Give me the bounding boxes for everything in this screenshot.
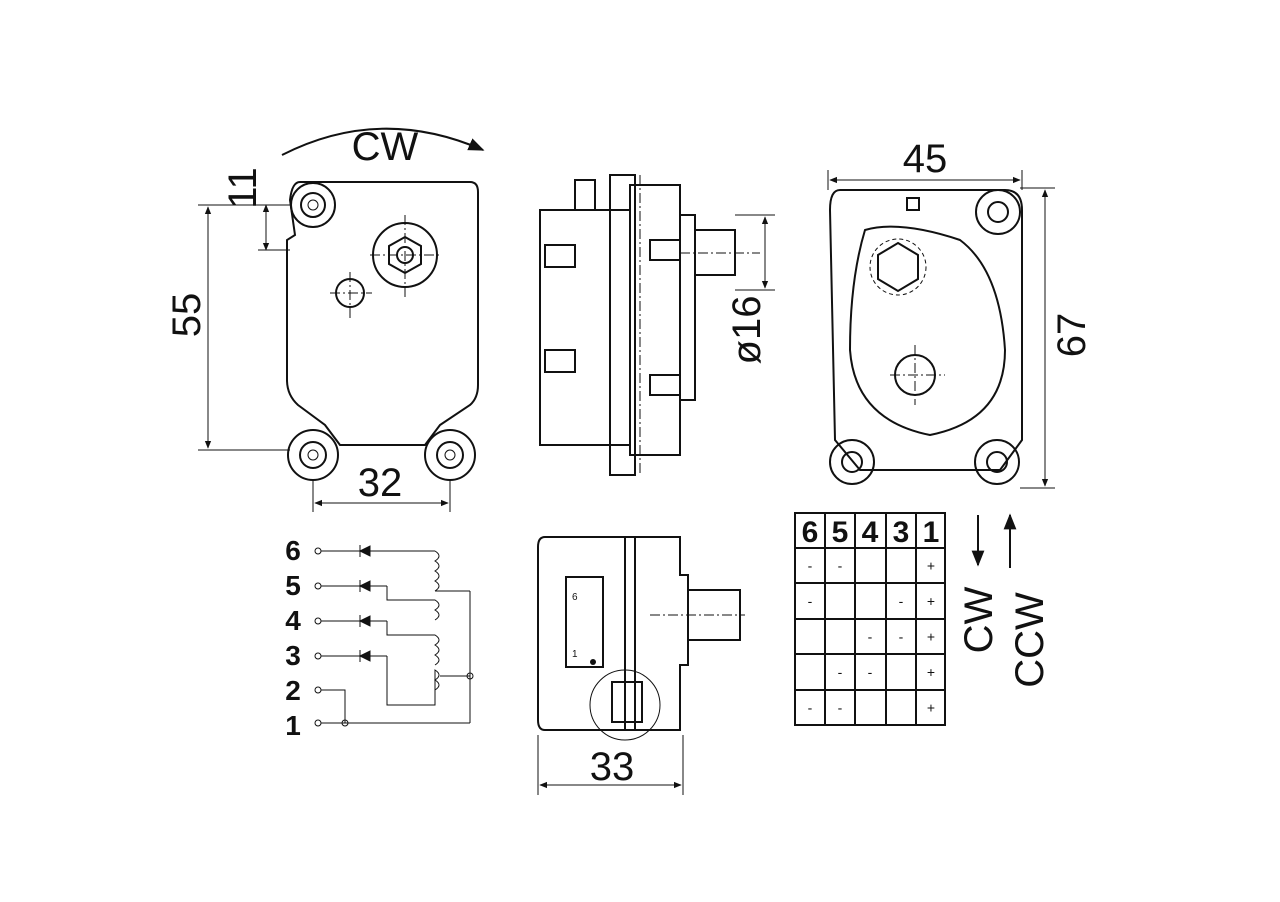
dim-55-label: 55	[165, 293, 209, 338]
bottom-view: 6 1 33	[537, 536, 745, 795]
table-header-cell: 3	[893, 516, 910, 549]
ccw-label: CCW	[1008, 592, 1052, 688]
table-header-cell: 6	[802, 516, 819, 549]
table-cell: -	[838, 664, 843, 680]
table-cell: -	[838, 700, 843, 716]
table-cell: -	[868, 629, 873, 645]
table-cell: +	[927, 558, 935, 574]
dim-33-label: 33	[590, 745, 635, 789]
pin-4-label: 4	[285, 605, 301, 636]
table-header-cell: 4	[862, 516, 879, 549]
rotation-cw-label: CW	[352, 125, 419, 169]
connector-pin-6-label: 6	[572, 592, 578, 603]
table-cell: -	[868, 664, 873, 680]
front-view: CW 11 55 32	[165, 125, 485, 512]
dim-11-label: 11	[221, 167, 265, 209]
table-cell: -	[808, 558, 813, 574]
table-cell: -	[808, 593, 813, 609]
dim-shaft-label: ø16	[725, 296, 769, 365]
table-cell: +	[927, 629, 935, 645]
cw-label: CW	[957, 586, 1001, 653]
connector-pin-1-label: 1	[572, 649, 578, 660]
table-cell: -	[899, 629, 904, 645]
pin-5-label: 5	[285, 570, 301, 601]
pin-2-label: 2	[285, 675, 301, 706]
pin-6-label: 6	[285, 535, 301, 566]
table-cell: +	[927, 593, 935, 609]
dim-67-label: 67	[1050, 313, 1094, 358]
pin-3-label: 3	[285, 640, 301, 671]
table-cell: +	[927, 664, 935, 680]
wiring-diagram: 6 5 4 3 2 1	[285, 535, 474, 741]
side-view: ø16	[539, 174, 775, 476]
table-cell: -	[808, 700, 813, 716]
rear-view: 45 67	[827, 137, 1094, 489]
table-header-cell: 5	[832, 516, 849, 549]
dim-45-label: 45	[903, 137, 948, 181]
dim-32-label: 32	[358, 461, 403, 505]
table-cell: -	[899, 593, 904, 609]
pin-1-label: 1	[285, 710, 301, 741]
table-header-cell: 1	[923, 516, 940, 549]
table-cell: +	[927, 700, 935, 716]
table-cell: -	[838, 558, 843, 574]
